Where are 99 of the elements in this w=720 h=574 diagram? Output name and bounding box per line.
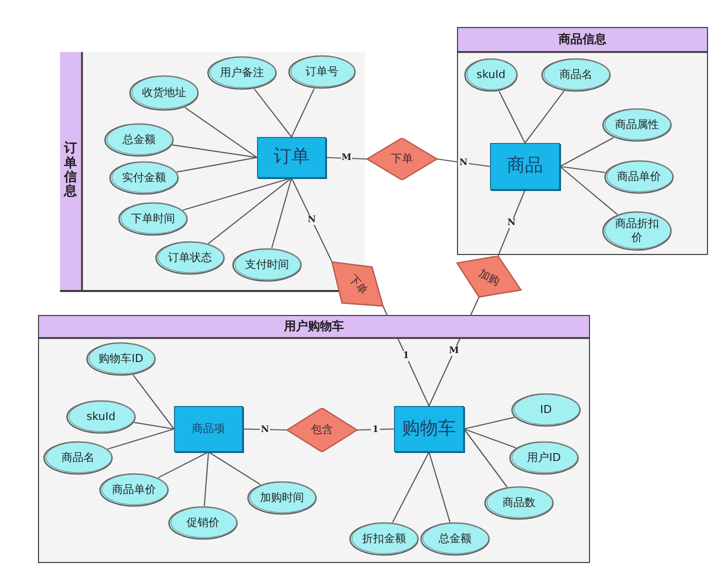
attribute-name: ID (540, 403, 552, 417)
attribute-ellipse (247, 481, 317, 515)
attribute-name: 总金额 (438, 532, 472, 546)
panel-heading: 商品信息 (558, 31, 606, 48)
attribute-ellipse (207, 56, 277, 90)
connector-line (291, 88, 315, 138)
relationship-diamond (367, 138, 437, 180)
panel-heading: 用户购物车 (284, 318, 344, 335)
connector-line (464, 416, 515, 430)
attribute-name: 支付时间 (245, 258, 289, 272)
attribute-ellipse (129, 75, 199, 111)
connector-line (428, 452, 450, 522)
attribute-ellipse (288, 55, 356, 89)
attribute-ellipse (541, 58, 611, 92)
attribute-ellipse (604, 160, 674, 194)
connector-line (204, 452, 210, 506)
attribute-ellipse (66, 400, 136, 434)
attribute-name: 用户备注 (220, 66, 264, 80)
attribute-name: 商品单价 (112, 483, 156, 497)
attribute-name: 收货地址 (142, 86, 186, 100)
connector-line (208, 452, 261, 486)
entity-box (394, 406, 464, 452)
connector-line (356, 428, 394, 431)
connector-line (208, 178, 292, 244)
attribute-ellipse (484, 486, 554, 520)
attribute-ellipse (168, 506, 238, 540)
connector-line (560, 166, 606, 174)
attribute-name: 实付金额 (122, 171, 166, 185)
attribute-name: 购物车ID (98, 352, 144, 366)
attribute-name: 折扣金额 (362, 532, 406, 546)
connector-line (184, 107, 258, 158)
attribute-ellipse (602, 108, 672, 142)
attribute-name: 商品数 (502, 496, 536, 510)
cardinality-label: M (448, 346, 460, 356)
connector-line (134, 422, 174, 430)
relationship-name: 下单 (345, 272, 370, 298)
entity-box (490, 143, 560, 190)
attribute-name: skuId (86, 410, 116, 424)
connector-line (158, 452, 209, 478)
attribute-name: 加购时间 (260, 491, 304, 505)
connector-line (182, 177, 292, 211)
connector-line (326, 156, 368, 160)
attribute-name: 下单时间 (131, 212, 175, 226)
connector-line (464, 428, 508, 488)
attribute-name: 商品单价 (617, 170, 661, 184)
connector-line (254, 88, 292, 138)
group-panel (38, 315, 590, 563)
group-panel (457, 27, 708, 255)
attribute-ellipse (155, 241, 225, 275)
attribute-ellipse (43, 441, 113, 475)
connector-line (560, 166, 618, 215)
connector-line (464, 428, 516, 448)
attribute-name: 订单号 (306, 65, 338, 79)
attribute-name: 总金额 (122, 133, 156, 147)
connector-line (392, 452, 430, 523)
connector-line (524, 90, 564, 144)
attribute-ellipse (511, 393, 581, 427)
entity-box (174, 406, 243, 452)
connector-line (498, 90, 526, 144)
entity-name: 购物车 (402, 418, 456, 440)
relationship-name: 下单 (391, 152, 413, 166)
entity-name: 商品项 (192, 422, 225, 436)
attribute-ellipse (349, 522, 419, 556)
attribute-name: 商品折扣价 (614, 217, 660, 245)
attribute-name: 商品属性 (615, 118, 659, 132)
attribute-ellipse (104, 123, 174, 157)
attribute-name: skuId (476, 68, 506, 82)
cardinality-label: N (306, 214, 317, 225)
connector-line (172, 144, 258, 158)
attribute-name: 用户ID (527, 451, 561, 465)
attribute-ellipse (109, 161, 179, 195)
entity-name: 商品 (507, 155, 543, 178)
relationship-diamond (331, 261, 384, 308)
panel-heading: 订单信息 (64, 142, 77, 200)
attribute-ellipse (420, 522, 490, 556)
attribute-ellipse (118, 202, 188, 236)
attribute-name: 促销价 (186, 516, 220, 530)
attribute-ellipse (232, 248, 302, 282)
entity-box (257, 137, 326, 178)
attribute-name: 商品名 (62, 451, 94, 465)
connector-line (498, 190, 526, 256)
cardinality-label: N (506, 218, 517, 228)
connector-line (291, 178, 333, 262)
connector-line (108, 428, 174, 450)
attribute-name: 商品名 (560, 68, 592, 82)
connector-line (560, 137, 614, 167)
attribute-ellipse (99, 473, 169, 507)
relationship-diamond (287, 408, 357, 452)
attribute-ellipse (602, 211, 672, 251)
connector-line (132, 374, 174, 430)
connector-line (176, 156, 258, 173)
attribute-ellipse (509, 441, 579, 475)
relationship-name: 加购 (476, 266, 502, 289)
attribute-name: 订单状态 (168, 251, 212, 265)
attribute-ellipse (86, 342, 156, 376)
connector-line (271, 178, 292, 248)
attribute-ellipse (464, 58, 518, 92)
entity-name: 订单 (274, 146, 310, 169)
relationship-name: 包含 (311, 423, 333, 437)
